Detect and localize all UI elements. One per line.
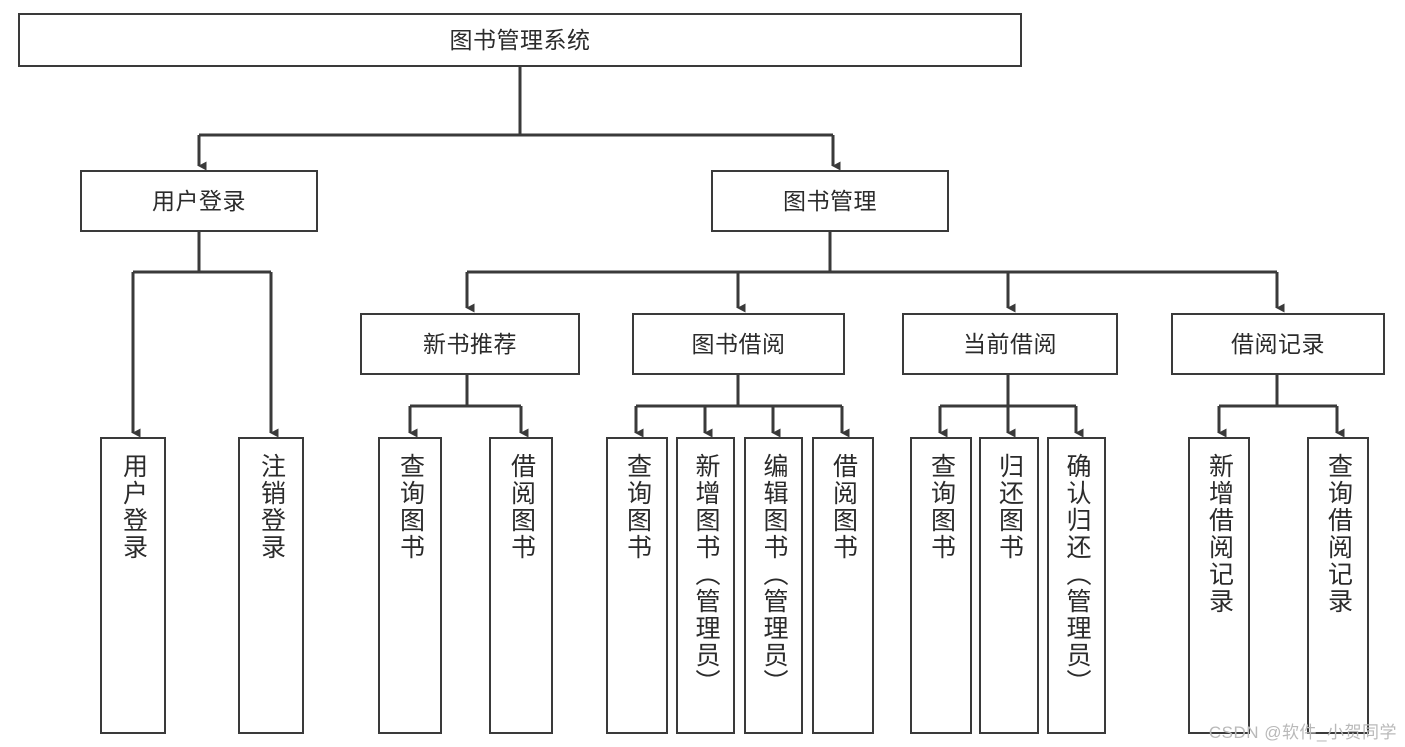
leaf-logout-label: 注销登录 xyxy=(257,453,286,561)
leaf-user-login-label: 用户登录 xyxy=(119,453,148,561)
node-new-book-recommend-label: 新书推荐 xyxy=(423,330,517,357)
leaf-edit-book-label: 编辑图书（管理员） xyxy=(760,453,788,696)
leaf-query-book-3-label: 查询图书 xyxy=(927,453,956,561)
node-root-label: 图书管理系统 xyxy=(449,26,591,53)
node-new-book-recommend[interactable]: 新书推荐 xyxy=(360,313,580,375)
csdn-watermark: CSDN @软件_小贺同学 xyxy=(1208,723,1397,742)
leaf-query-book-2-label: 查询图书 xyxy=(623,453,652,561)
leaf-borrow-book-2-label: 借阅图书 xyxy=(829,453,858,561)
node-borrow-record[interactable]: 借阅记录 xyxy=(1171,313,1385,375)
leaf-return-book[interactable]: 归还图书 xyxy=(979,437,1039,734)
node-user-login-label: 用户登录 xyxy=(152,187,246,214)
leaf-query-record-label: 查询借阅记录 xyxy=(1324,453,1353,615)
leaf-confirm-return-label: 确认归还（管理员） xyxy=(1063,453,1091,696)
leaf-query-book-3[interactable]: 查询图书 xyxy=(910,437,972,734)
node-book-borrow-label: 图书借阅 xyxy=(691,330,786,357)
node-user-login[interactable]: 用户登录 xyxy=(80,170,318,232)
leaf-edit-book[interactable]: 编辑图书（管理员） xyxy=(744,437,803,734)
node-book-manage-label: 图书管理 xyxy=(783,187,877,214)
leaf-logout[interactable]: 注销登录 xyxy=(238,437,304,734)
leaf-query-record[interactable]: 查询借阅记录 xyxy=(1307,437,1369,734)
leaf-borrow-book-2[interactable]: 借阅图书 xyxy=(812,437,874,734)
leaf-add-book[interactable]: 新增图书（管理员） xyxy=(676,437,735,734)
leaf-user-login[interactable]: 用户登录 xyxy=(100,437,166,734)
leaf-add-record-label: 新增借阅记录 xyxy=(1205,453,1234,615)
node-root[interactable]: 图书管理系统 xyxy=(18,13,1022,67)
leaf-query-book-1-label: 查询图书 xyxy=(396,453,425,561)
node-book-manage[interactable]: 图书管理 xyxy=(711,170,949,232)
leaf-query-book-1[interactable]: 查询图书 xyxy=(378,437,442,734)
leaf-confirm-return[interactable]: 确认归还（管理员） xyxy=(1047,437,1106,734)
leaf-borrow-book-1[interactable]: 借阅图书 xyxy=(489,437,553,734)
node-current-borrow[interactable]: 当前借阅 xyxy=(902,313,1118,375)
node-borrow-record-label: 借阅记录 xyxy=(1231,330,1325,357)
leaf-add-book-label: 新增图书（管理员） xyxy=(692,453,720,696)
node-book-borrow[interactable]: 图书借阅 xyxy=(632,313,845,375)
node-current-borrow-label: 当前借阅 xyxy=(963,330,1057,357)
leaf-add-record[interactable]: 新增借阅记录 xyxy=(1188,437,1250,734)
leaf-borrow-book-1-label: 借阅图书 xyxy=(507,453,536,561)
leaf-return-book-label: 归还图书 xyxy=(995,453,1024,561)
leaf-query-book-2[interactable]: 查询图书 xyxy=(606,437,668,734)
